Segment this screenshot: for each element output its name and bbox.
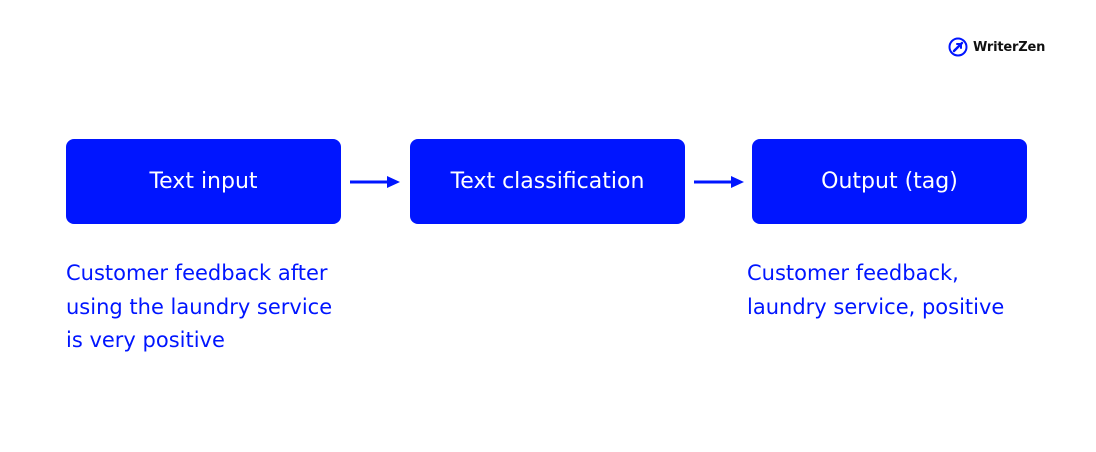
step-label: Output (tag): [821, 169, 958, 194]
output-example-line: Customer feedback,: [747, 261, 959, 285]
input-example-line: is very positive: [66, 328, 225, 352]
step-output-tag: Output (tag): [752, 139, 1027, 224]
step-label: Text input: [149, 169, 258, 194]
input-example-text: Customer feedback after using the laundr…: [66, 257, 366, 358]
output-example-text: Customer feedback, laundry service, posi…: [747, 257, 1047, 324]
step-label: Text classification: [450, 169, 645, 194]
step-text-input: Text input: [66, 139, 341, 224]
step-text-classification: Text classification: [410, 139, 685, 224]
arrow-right-icon: [694, 176, 744, 188]
input-example-line: using the laundry service: [66, 294, 333, 319]
brand: WriterZen: [948, 37, 1045, 57]
output-example-line: laundry service, positive: [747, 294, 1005, 319]
arrow-right-icon: [350, 176, 400, 188]
brand-name: WriterZen: [973, 39, 1046, 55]
writerzen-logo-icon: [948, 37, 968, 57]
input-example-line: Customer feedback after: [66, 261, 328, 285]
